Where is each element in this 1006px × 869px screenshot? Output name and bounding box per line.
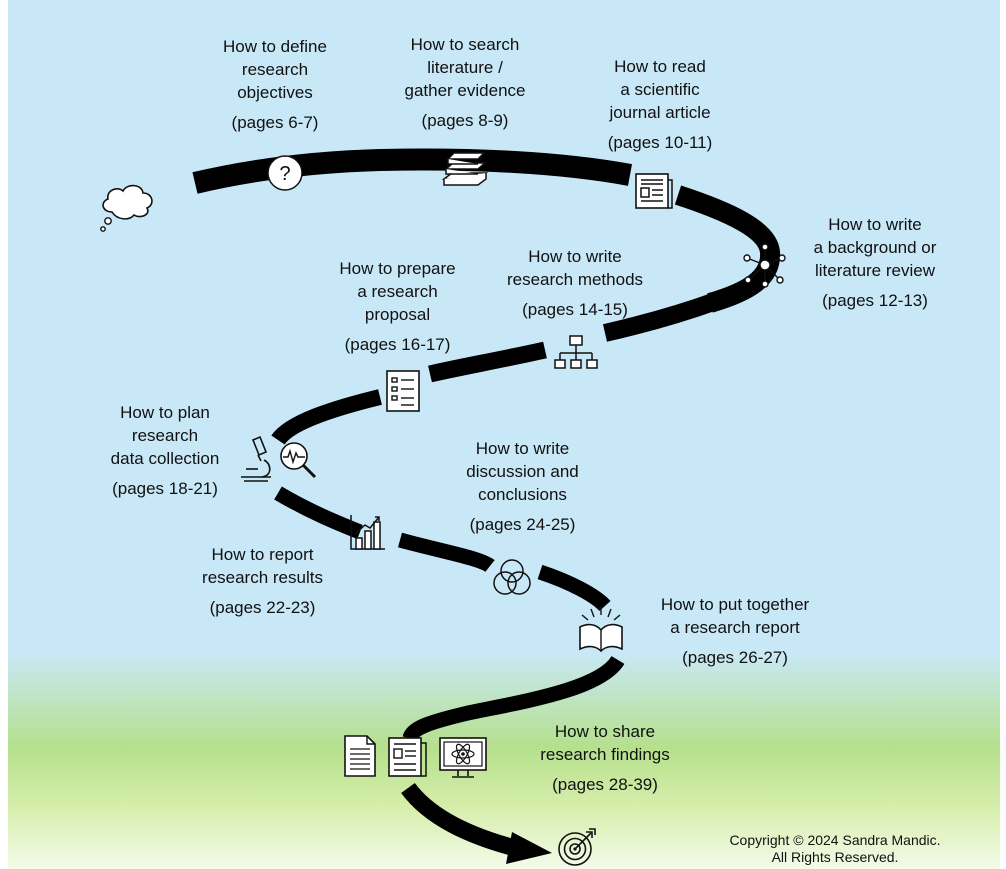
pages-label: (pages 16-17)	[344, 335, 451, 354]
road-segment-5	[271, 389, 382, 446]
monitor-atom-icon	[439, 737, 487, 778]
step-label-research-proposal: How to prepare a research proposal (page…	[315, 257, 480, 356]
label-line: research	[131, 426, 199, 445]
step-label-share-findings: How to share research findings (pages 28…	[520, 720, 690, 796]
open-book-icon	[579, 606, 623, 653]
label-line: How to prepare	[339, 259, 456, 278]
pages-label: (pages 26-27)	[682, 648, 788, 667]
venn-icon	[493, 559, 531, 595]
label-line: discussion and	[466, 462, 579, 481]
road-segment-1	[192, 148, 633, 194]
step-label-research-methods: How to write research methods (pages 14-…	[490, 245, 660, 321]
label-line: research findings	[540, 745, 670, 764]
label-line: a research report	[670, 618, 800, 637]
step-label-discussion: How to write discussion and conclusions …	[440, 437, 605, 536]
road-segment-3	[602, 292, 720, 342]
label-line: How to write	[828, 215, 922, 234]
step-label-research-report: How to put together a research report (p…	[645, 593, 825, 669]
rights-line: All Rights Reserved.	[771, 849, 899, 865]
thought-cloud-icon	[100, 184, 153, 232]
label-line: How to put together	[660, 595, 810, 614]
step-label-read-article: How to read a scientific journal article…	[580, 55, 740, 154]
newspaper-icon	[388, 737, 427, 777]
road-segment-4	[428, 341, 547, 383]
label-line: How to share	[554, 722, 656, 741]
label-line: research methods	[506, 270, 644, 289]
label-line: How to write	[475, 439, 570, 458]
magnifier-pulse-icon	[280, 442, 317, 479]
network-icon	[743, 243, 786, 288]
label-line: How to read	[614, 57, 706, 76]
label-line: a scientific	[620, 80, 700, 99]
step-label-search-literature: How to search literature / gather eviden…	[380, 33, 550, 132]
hierarchy-icon	[554, 335, 598, 369]
pages-label: (pages 14-15)	[522, 300, 628, 319]
road-segment-2	[674, 185, 781, 313]
copyright-notice: Copyright © 2024 Sandra Mandic. All Righ…	[700, 832, 970, 866]
step-label-report-results: How to report research results (pages 22…	[180, 543, 345, 619]
question-icon: ?	[267, 155, 303, 191]
label-line: research	[241, 60, 309, 79]
road-segment-9	[402, 655, 625, 741]
pages-label: (pages 10-11)	[607, 133, 713, 152]
label-line: research results	[202, 568, 323, 587]
label-line: a background or	[813, 238, 937, 257]
pages-label: (pages 24-25)	[469, 515, 576, 534]
step-label-literature-review: How to write a background or literature …	[795, 213, 955, 312]
label-line: data collection	[110, 449, 220, 468]
microscope-icon	[241, 435, 271, 482]
road-segment-6	[274, 486, 363, 539]
svg-text:?: ?	[279, 163, 290, 185]
checklist-icon	[386, 370, 420, 412]
label-line: gather evidence	[404, 81, 526, 100]
step-label-data-collection: How to plan research data collection (pa…	[85, 401, 245, 500]
label-line: How to plan	[120, 403, 210, 422]
label-line: literature /	[427, 58, 503, 77]
pages-label: (pages 6-7)	[231, 113, 319, 132]
label-line: How to report	[211, 545, 314, 564]
label-line: How to write	[528, 247, 622, 266]
road-segment-10	[401, 782, 518, 857]
road-segment-7	[398, 532, 495, 573]
target-icon	[558, 828, 596, 866]
pages-label: (pages 18-21)	[112, 479, 218, 498]
books-icon	[441, 152, 489, 186]
pages-label: (pages 8-9)	[421, 111, 509, 130]
pages-label: (pages 22-23)	[209, 598, 316, 617]
copyright-line: Copyright © 2024 Sandra Mandic.	[729, 832, 941, 848]
pages-label: (pages 12-13)	[822, 291, 928, 310]
label-line: How to define	[223, 37, 327, 56]
label-line: objectives	[237, 83, 313, 102]
pages-label: (pages 28-39)	[552, 775, 658, 794]
road-arrowhead	[506, 832, 552, 864]
label-line: journal article	[609, 103, 711, 122]
newspaper-icon	[635, 173, 673, 209]
document-icon	[344, 735, 376, 777]
label-line: a research	[357, 282, 438, 301]
step-label-define-objectives: How to define research objectives (pages…	[195, 35, 355, 134]
label-line: How to search	[410, 35, 520, 54]
road-segment-8	[537, 564, 611, 612]
label-line: conclusions	[478, 485, 567, 504]
bar-chart-icon	[350, 515, 385, 550]
label-line: literature review	[815, 261, 935, 280]
label-line: proposal	[364, 305, 431, 324]
